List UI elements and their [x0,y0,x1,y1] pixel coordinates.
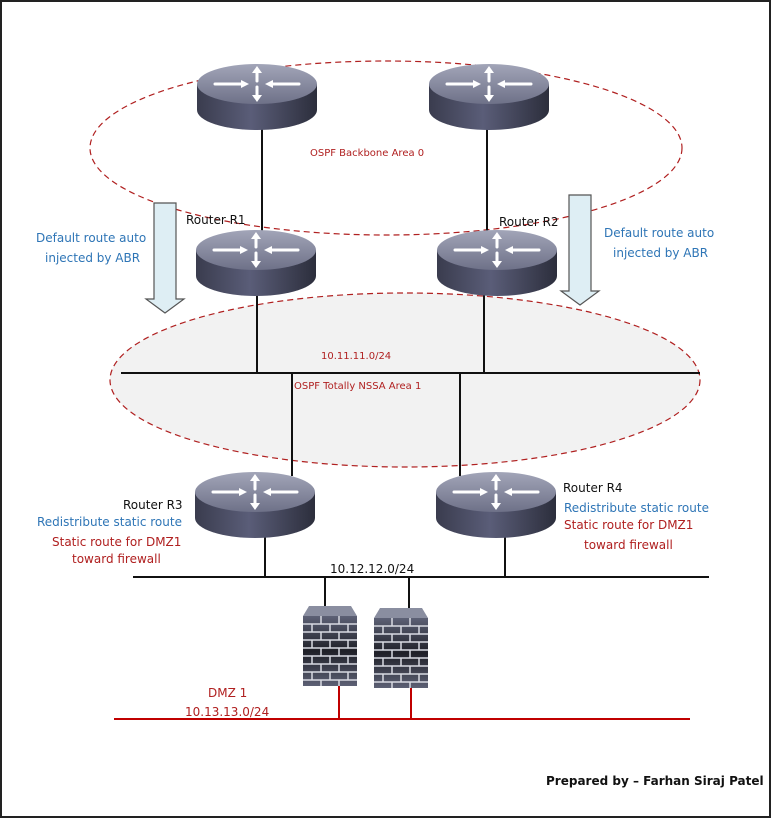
router-r2-label: Router R2 [499,215,559,229]
r3-redistribute-note: Redistribute static route [37,515,182,529]
firewall-icon-1 [302,605,358,687]
router-icon-r4 [434,470,558,540]
router-icon-r3 [193,470,317,540]
router-r4-label: Router R4 [563,481,623,495]
abr-note-right-line2: injected by ABR [613,246,708,260]
abr-note-left-line1: Default route auto [36,231,146,245]
area1-label: OSPF Totally NSSA Area 1 [294,381,421,392]
area1-segment-label: 10.11.11.0/24 [321,351,391,362]
r4-static-note-line2: toward firewall [584,538,673,552]
router-r3-label: Router R3 [123,498,183,512]
lan-segment-label: 10.12.12.0/24 [330,562,414,576]
abr-note-right-line1: Default route auto [604,226,714,240]
area0-boundary [89,60,683,236]
firewall-icon-2 [373,607,429,689]
router-icon-backbone-right [427,62,551,132]
router-icon-backbone-left [195,62,319,132]
r4-redistribute-note: Redistribute static route [564,501,709,515]
r3-static-note-line2: toward firewall [72,552,161,566]
credit-label: Prepared by – Farhan Siraj Patel [546,774,764,788]
router-r1-label: Router R1 [186,213,246,227]
r4-static-note-line1: Static route for DMZ1 [564,518,693,532]
dmz-segment-label: 10.13.13.0/24 [185,705,269,719]
dmz-name-label: DMZ 1 [208,686,247,700]
area0-label: OSPF Backbone Area 0 [310,148,424,159]
area1-boundary [109,292,701,468]
r3-static-note-line1: Static route for DMZ1 [52,535,181,549]
abr-note-left-line2: injected by ABR [45,251,140,265]
router-icon-r2 [435,228,559,298]
router-icon-r1 [194,228,318,298]
